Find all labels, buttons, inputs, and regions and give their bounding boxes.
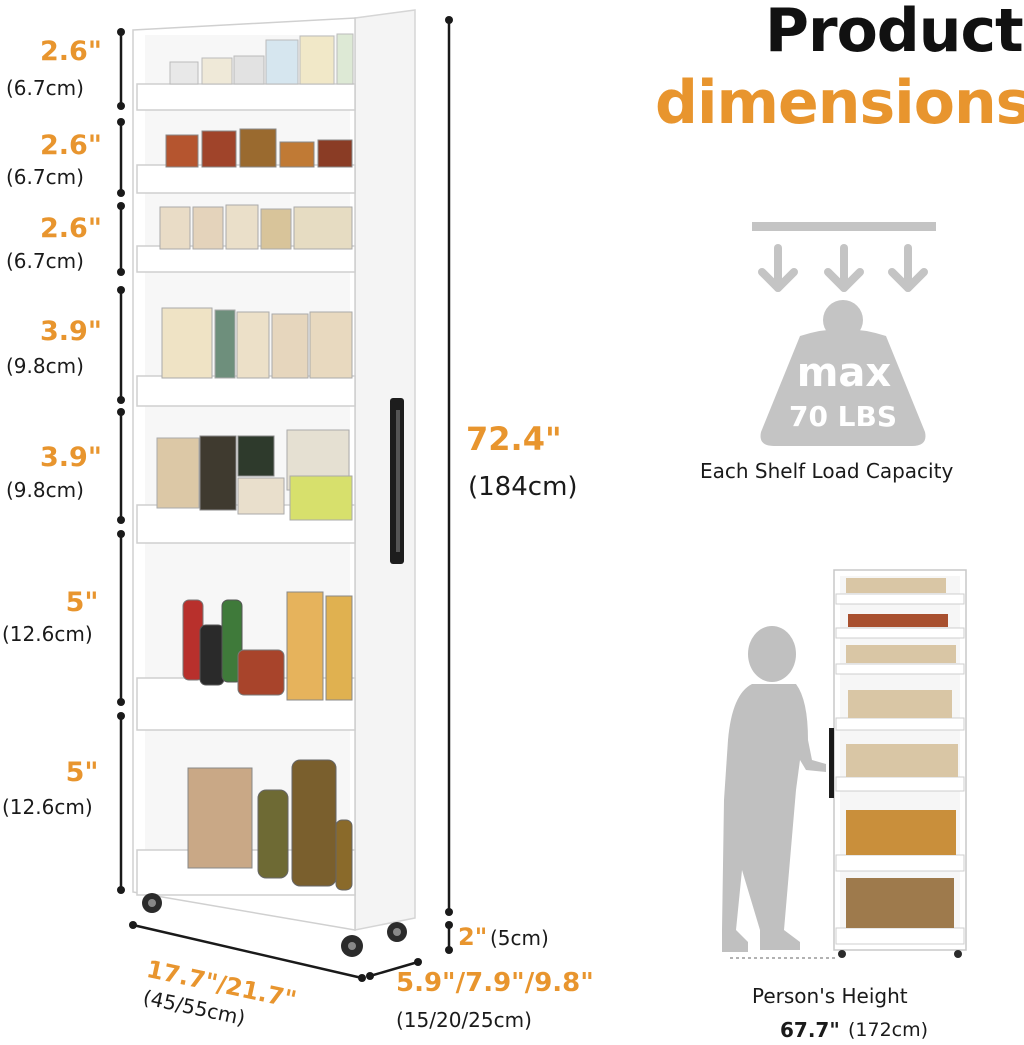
load-caption: Each Shelf Load Capacity: [700, 459, 954, 483]
title-line1: Product: [765, 0, 1024, 66]
shelf-7-height: 5": [65, 757, 99, 788]
total-height: 72.4": [466, 420, 562, 458]
depth-dimension: 5.9"/7.9"/9.8": [396, 968, 594, 998]
cabinet-side-panel: [354, 9, 416, 931]
shelf-6-height: 5": [65, 587, 99, 618]
wheel-height-cm: (5cm): [490, 926, 549, 950]
shelf-5-items: [156, 429, 353, 521]
load-capacity-icon: [752, 222, 936, 446]
shelf-1-height: 2.6": [40, 36, 102, 67]
load-max-label: max: [796, 350, 892, 396]
shelf-4-height-cm: (9.8cm): [6, 354, 84, 378]
shelf-6-items: [182, 591, 353, 701]
depth-dimension-cm: (15/20/25cm): [396, 1008, 532, 1032]
person-height-caption: Person's Height: [752, 984, 908, 1008]
total-height-line: [445, 16, 453, 954]
person-height-cm: (172cm): [848, 1019, 929, 1041]
shelf-6-height-cm: (12.6cm): [2, 622, 93, 646]
title-line2: dimensions: [655, 68, 1024, 138]
shelf-4-items: [161, 307, 353, 379]
shelf-2-height: 2.6": [40, 130, 102, 161]
depth-line: [366, 958, 422, 980]
load-weight-label: 70 LBS: [788, 400, 898, 433]
total-height-cm: (184cm): [468, 472, 578, 502]
shelf-3-height: 2.6": [40, 213, 102, 244]
shelf-7-items: [187, 759, 353, 891]
shelf-5-height: 3.9": [40, 442, 102, 473]
width-line: [129, 921, 366, 982]
person-height-in: 67.7": [780, 1018, 840, 1042]
shelf-1-items: [169, 33, 354, 85]
wheel-height: 2": [458, 923, 488, 951]
shelf-3-items: [159, 204, 353, 250]
shelf-3-height-cm: (6.7cm): [6, 249, 84, 273]
shelf-1-height-cm: (6.7cm): [6, 76, 84, 100]
shelf-2-items: [165, 128, 353, 168]
shelf-5-height-cm: (9.8cm): [6, 478, 84, 502]
small-cabinet: [829, 569, 967, 958]
shelf-2-height-cm: (6.7cm): [6, 165, 84, 189]
shelf-4-height: 3.9": [40, 316, 102, 347]
person-silhouette: [722, 626, 826, 952]
shelf-7-height-cm: (12.6cm): [2, 795, 93, 819]
